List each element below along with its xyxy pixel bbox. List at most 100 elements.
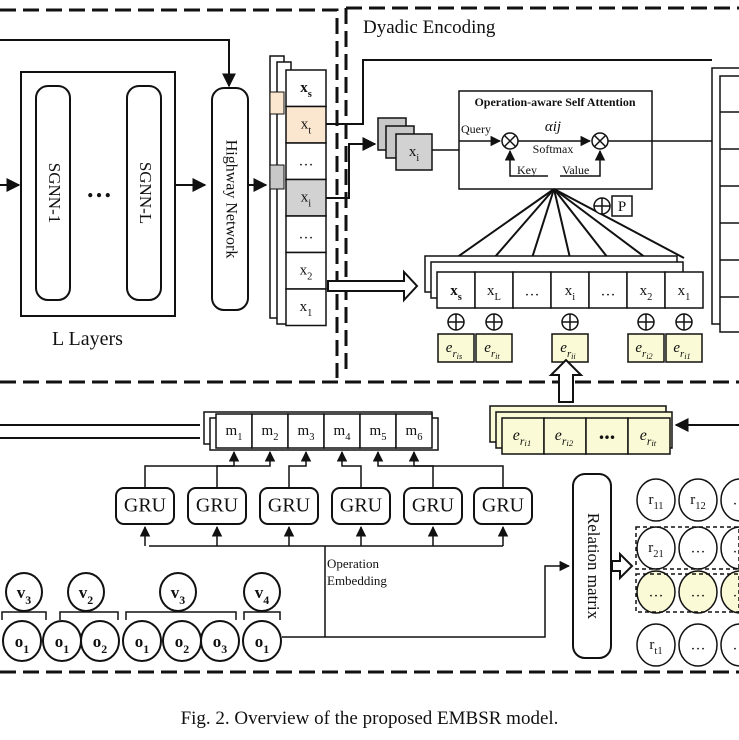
operation-embedding-label-2: Embedding — [327, 573, 387, 588]
relation-grid-node — [720, 526, 739, 570]
item-node — [67, 572, 105, 612]
add-op — [485, 313, 503, 331]
sgnn-1-label: SGNN-1 — [45, 163, 64, 223]
relation-stack-cell — [501, 417, 545, 455]
relation-grid: r11r12…r21……………rt1…… — [635, 478, 739, 667]
value-label: Value — [562, 163, 589, 177]
operation-node — [2, 620, 42, 662]
gru-label: GRU — [340, 495, 383, 517]
relation-grid-node — [636, 623, 676, 667]
sequence-cell — [474, 271, 514, 309]
l-layers-label: L Layers — [52, 328, 123, 350]
operation-node — [242, 620, 282, 662]
relation-stack-dots: ... — [599, 419, 616, 444]
sequence-cell — [512, 271, 552, 309]
operation-node-label: o3 — [213, 632, 228, 656]
item-node-label: v3 — [171, 583, 186, 607]
key-label: Key — [517, 163, 537, 177]
relation-grid-label: … — [733, 637, 739, 653]
m-label: m2 — [262, 423, 279, 442]
item-node — [243, 572, 281, 612]
relation-stack-label: eri2 — [555, 427, 574, 448]
x-column-label: xt — [301, 117, 312, 136]
add-op — [675, 313, 693, 331]
item-nodes: v3 v2 v3 v4 — [1, 572, 281, 620]
sequence-label: … — [525, 283, 540, 299]
column-to-query-arrow — [326, 137, 377, 199]
trunk-to-relation-matrix-arrow — [325, 560, 571, 638]
relation-grid-label: … — [733, 584, 739, 600]
operation-node — [122, 620, 162, 662]
gru-label: GRU — [412, 495, 455, 517]
sequence-label: x1 — [678, 283, 691, 302]
relation-grid-node — [678, 570, 718, 614]
operation-node — [80, 620, 120, 662]
x-column-cell — [285, 142, 327, 181]
x-column-label: xs — [300, 80, 312, 99]
gru-label: GRU — [482, 495, 525, 517]
relation-up-hollow-arrow — [548, 358, 584, 403]
relation-grid-node — [720, 570, 739, 614]
relation-embedding-cell — [475, 333, 513, 363]
sequence-cell — [436, 271, 476, 309]
item-node-label: v4 — [255, 583, 270, 607]
m-cell — [323, 413, 361, 449]
x-column-label: … — [299, 153, 314, 169]
highway-network-label: Highway Network — [222, 140, 239, 259]
x-column-cell — [285, 69, 327, 108]
m-cell — [395, 413, 433, 449]
relation-grid-label: r21 — [648, 540, 664, 559]
attention-title: Operation-aware Self Attention — [474, 95, 635, 109]
sequence-cell — [664, 271, 704, 309]
relation-embedding-cell — [437, 333, 475, 363]
attention-fan-lines — [455, 188, 685, 259]
relation-embedding-label: erit — [484, 340, 500, 360]
relation-stack-label: eri1 — [513, 427, 531, 448]
m-label: m4 — [334, 423, 352, 442]
sgnn-l-block — [126, 85, 162, 301]
output-stack — [711, 67, 739, 333]
multiply-op-2 — [591, 132, 609, 150]
relation-embedding-cell — [665, 333, 703, 363]
positional-add: P — [593, 195, 633, 217]
relation-grid-node — [678, 478, 718, 522]
operation-node-label: o1 — [15, 632, 30, 656]
dyadic-encoding-title: Dyadic Encoding — [363, 17, 496, 38]
relation-grid-node — [678, 623, 718, 667]
sgnn-dots: … — [86, 174, 112, 203]
sequence-label: … — [601, 283, 616, 299]
sequence-label: x2 — [640, 283, 653, 302]
operation-node-label: o1 — [135, 632, 150, 656]
item-node-label: v3 — [17, 583, 32, 607]
query-stack: xi — [377, 117, 433, 171]
add-op — [447, 313, 465, 331]
relation-embedding-cell — [551, 333, 589, 363]
gru-label: GRU — [124, 495, 167, 517]
relation-embedding-cell — [627, 333, 665, 363]
relation-stack-cell — [585, 417, 629, 455]
relation-embedding-label: eri2 — [635, 340, 652, 360]
relation-embedding-label: eri1 — [673, 340, 690, 360]
m-cell — [251, 413, 289, 449]
relation-stack-cell — [627, 417, 671, 455]
relation-grid-label: r11 — [648, 492, 663, 511]
item-node-label: v2 — [79, 583, 94, 607]
relation-embedding-label: erii — [560, 340, 576, 360]
relation-grid-label: … — [733, 492, 739, 508]
relation-grid-node — [636, 570, 676, 614]
sequence-cell — [550, 271, 590, 309]
operation-node-label: o1 — [55, 632, 70, 656]
column-to-sequence-hollow-arrow — [327, 269, 419, 303]
x-column-label: x2 — [300, 263, 313, 282]
m-label: m3 — [298, 423, 315, 442]
gru-label: GRU — [196, 495, 239, 517]
operation-node-label: o2 — [93, 632, 108, 656]
item-node — [159, 572, 197, 612]
